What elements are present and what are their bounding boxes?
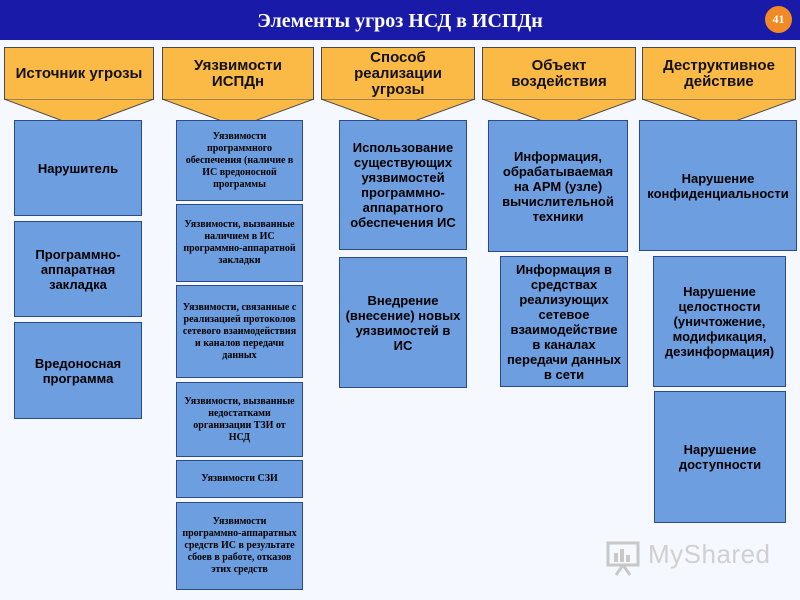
method-box: Внедрение (внесение) новых уязвимостей в… [339, 257, 467, 388]
vulnerability-box: Уязвимости, связанные с реализацией прот… [176, 285, 303, 378]
vulnerability-box: Уязвимости, вызванные недостатками орган… [176, 382, 303, 457]
slide-title: Элементы угроз НСД в ИСПДн [257, 10, 543, 32]
source-box: Вредоносная программа [14, 322, 142, 419]
header-arrow-2 [162, 99, 314, 128]
header-arrow-4 [482, 99, 636, 128]
vulnerability-box: Уязвимости программного обеспечения (нал… [176, 120, 303, 201]
action-box: Нарушение конфиденциальности [639, 120, 797, 251]
action-box: Нарушение доступности [654, 391, 786, 523]
source-box: Нарушитель [14, 120, 142, 216]
object-box: Информация, обрабатываемая на АРМ (узле)… [488, 120, 628, 252]
header-arrow-5 [642, 99, 796, 128]
presentation-board-icon [606, 541, 640, 576]
header-destructive-action: Деструктивное действие [642, 47, 796, 100]
title-bar [0, 0, 800, 40]
object-box: Информация в средствах реализующих сетев… [500, 256, 628, 387]
header-threat-source: Источник угрозы [4, 47, 154, 100]
header-vulnerabilities: Уязвимости ИСПДн [162, 47, 314, 100]
vulnerability-box: Уязвимости программно-аппаратных средств… [176, 502, 303, 590]
vulnerability-box: Уязвимости, вызванные наличием в ИС прог… [176, 204, 303, 282]
watermark-text: MyShared [648, 539, 771, 569]
header-impact-object: Объект воздействия [482, 47, 636, 100]
action-box: Нарушение целостности (уничтожение, моди… [653, 256, 786, 387]
page-number-badge: 41 [765, 6, 792, 33]
header-arrow-1 [4, 99, 154, 128]
header-arrow-3 [321, 99, 475, 128]
source-box: Программно-аппаратная закладка [14, 221, 142, 317]
header-implementation-method: Способ реализации угрозы [321, 47, 475, 100]
method-box: Использование существующих уязвимостей п… [339, 120, 467, 250]
vulnerability-box: Уязвимости СЗИ [176, 460, 303, 498]
